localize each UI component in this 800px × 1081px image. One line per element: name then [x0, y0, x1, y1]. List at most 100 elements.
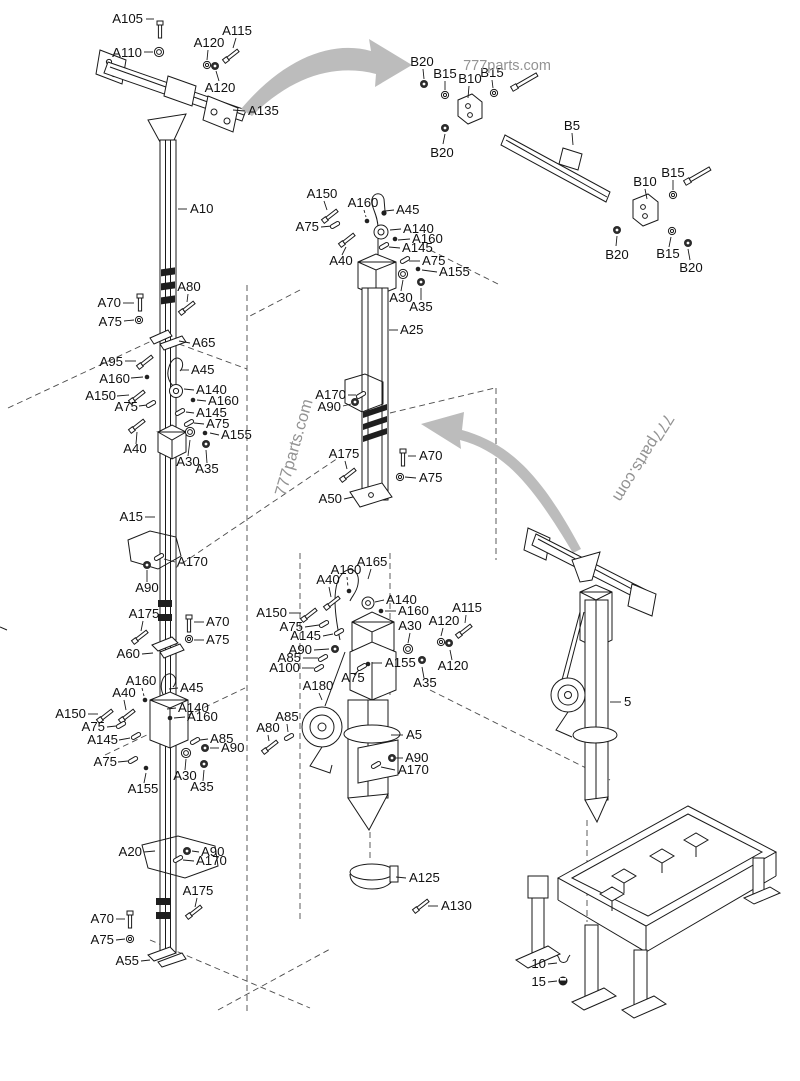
part-label-A140: A140	[196, 382, 227, 397]
pin-fastener-icon	[127, 756, 139, 764]
leader-line	[571, 132, 574, 146]
leader-line	[205, 449, 208, 464]
part-label-A100: A100	[269, 660, 300, 675]
leader-line	[186, 293, 189, 303]
part-label-A155: A155	[439, 264, 470, 279]
leader-lines	[88, 18, 691, 983]
bolt-fastener-icon	[260, 739, 279, 756]
leader-line	[346, 576, 349, 588]
part-label-A70: A70	[419, 448, 442, 463]
dot-fastener-icon	[392, 236, 398, 242]
leader-line	[341, 246, 347, 256]
leader-line	[232, 109, 246, 112]
part-label-A145: A145	[402, 240, 433, 255]
part-label-A75: A75	[91, 932, 114, 947]
part-label-A55: A55	[116, 953, 139, 968]
dot-fastener-icon	[142, 697, 148, 703]
leader-line	[644, 188, 648, 200]
leader-line	[668, 236, 672, 248]
boltV-fastener-icon	[156, 20, 164, 39]
nut-fastener-icon	[331, 645, 339, 653]
leader-line	[215, 70, 220, 82]
part-label-A85: A85	[275, 709, 298, 724]
curved-arrow-center	[421, 412, 581, 553]
part-label-A35: A35	[195, 461, 218, 476]
washer-fastener-icon	[440, 90, 450, 100]
part-label-A90: A90	[289, 642, 312, 657]
boltV-fastener-icon	[399, 448, 407, 467]
leader-line	[193, 422, 205, 425]
dot-fastener-icon	[143, 765, 149, 771]
leader-line	[135, 431, 138, 445]
part-label-A120: A120	[194, 35, 225, 50]
boltLong-fastener-icon	[682, 166, 712, 186]
bolt-fastener-icon	[221, 48, 240, 65]
leader-line	[140, 620, 144, 632]
leader-line	[194, 897, 198, 908]
leader-line	[183, 388, 195, 391]
bolt-fastener-icon	[184, 904, 203, 921]
part-label-B15: B15	[480, 65, 503, 80]
part-label-A125: A125	[409, 870, 440, 885]
part-label-A40: A40	[123, 441, 146, 456]
center-mast-assembly	[344, 193, 397, 508]
leader-line	[185, 411, 195, 414]
part-label-B15: B15	[433, 66, 456, 81]
pin-fastener-icon	[356, 663, 368, 671]
part-label-A75: A75	[419, 470, 442, 485]
leader-line	[123, 319, 135, 322]
leader-line	[400, 279, 404, 292]
leader-line	[143, 850, 156, 853]
leader-line	[397, 238, 411, 241]
part-label-A170: A170	[177, 554, 208, 569]
ring-fastener-icon	[397, 268, 409, 280]
leader-line	[687, 248, 691, 261]
leader-line	[404, 476, 417, 479]
part-label-A110: A110	[112, 45, 142, 60]
part-label-B5: B5	[564, 118, 580, 133]
leader-line	[344, 460, 348, 470]
bolt-fastener-icon	[338, 467, 357, 484]
leader-line	[353, 669, 360, 676]
part-label-A50: A50	[319, 491, 342, 506]
dot-fastener-icon	[415, 266, 421, 272]
dot-fastener-icon	[190, 397, 196, 403]
washer-fastener-icon	[668, 190, 678, 200]
watermark-2: 777parts.com	[609, 410, 677, 504]
part-label-A160: A160	[348, 195, 379, 210]
leader-line	[196, 399, 207, 402]
watermark-1: 777parts.com	[272, 397, 317, 498]
pin-fastener-icon	[329, 221, 341, 229]
part-label-A135: A135	[248, 103, 279, 118]
bolt-fastener-icon	[299, 607, 318, 624]
leader-line	[464, 614, 467, 624]
bolt-fastener-icon	[337, 232, 356, 249]
part-label-A160: A160	[412, 231, 443, 246]
leader-line	[363, 209, 367, 218]
leader-line	[178, 340, 191, 344]
leader-line	[182, 859, 195, 862]
part-label-B20: B20	[679, 260, 702, 275]
pin-fastener-icon	[378, 242, 390, 250]
part-label-A150: A150	[55, 706, 86, 721]
washer-fastener-icon	[202, 60, 212, 70]
leader-line	[491, 79, 494, 89]
washer-fastener-icon	[184, 634, 194, 644]
leader-line	[106, 725, 117, 728]
part-label-A75: A75	[341, 670, 364, 685]
leader-line	[384, 209, 395, 212]
assembled-unit	[523, 527, 657, 824]
leader-line	[304, 624, 320, 628]
part-label-A160: A160	[208, 393, 239, 408]
part-label-B20: B20	[430, 145, 453, 160]
part-label-A90: A90	[405, 750, 428, 765]
nut-fastener-icon	[684, 239, 692, 247]
part-label-A5: A5	[406, 727, 422, 742]
part-label-A90: A90	[201, 844, 224, 859]
leader-line	[442, 133, 446, 145]
nut-fastener-icon	[613, 226, 621, 234]
washer-fastener-icon	[125, 934, 135, 944]
part-label-A160: A160	[187, 709, 218, 724]
part-label-A45: A45	[396, 202, 419, 217]
